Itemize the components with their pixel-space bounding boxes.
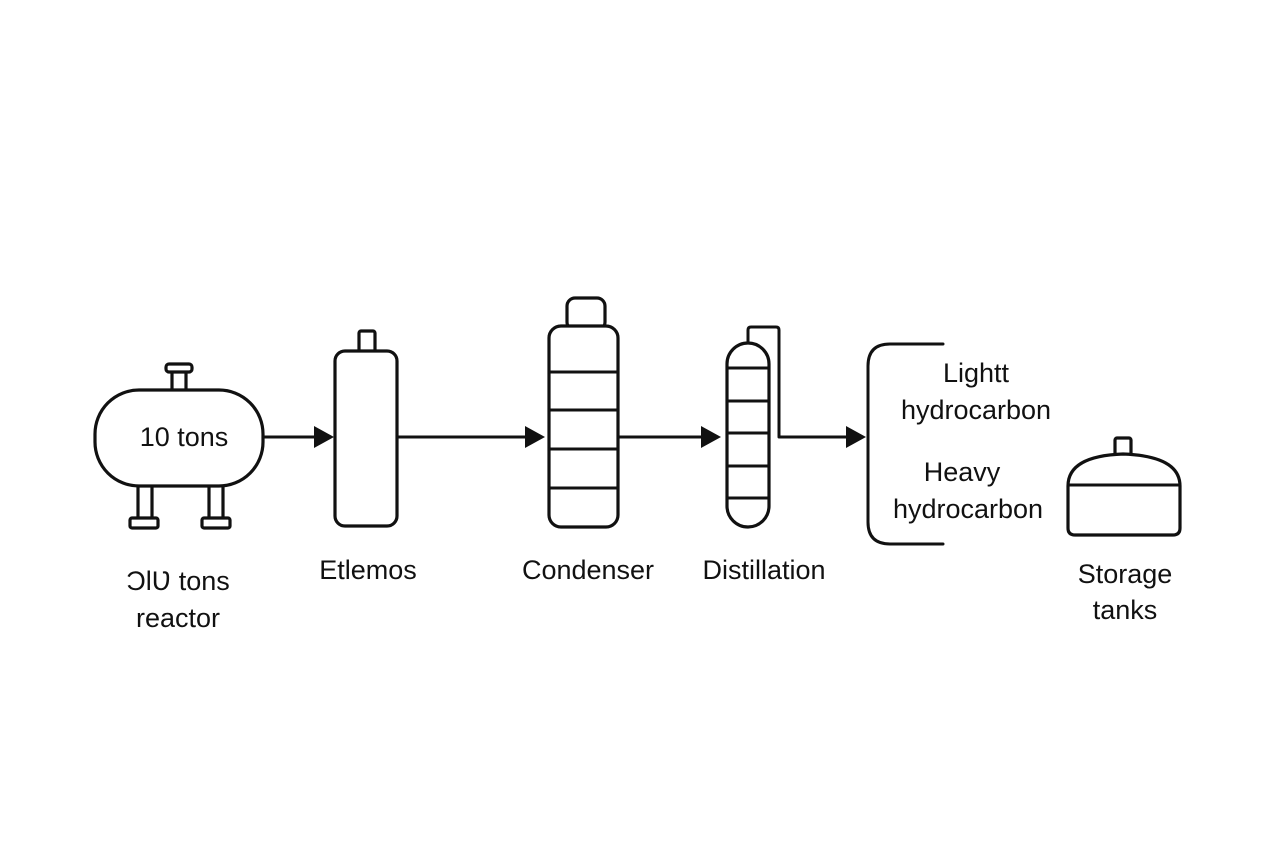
distillation-caption: Distillation	[702, 555, 825, 585]
reactor-inner-label: 10 tons	[140, 422, 229, 452]
arrow-vessel-to-condenser	[395, 426, 545, 448]
heavy-hydrocarbon-line2: hydrocarbon	[893, 494, 1043, 524]
light-hydrocarbon-line2: hydrocarbon	[901, 395, 1051, 425]
arrow-condenser-to-distillation	[616, 426, 721, 448]
vessel-caption: Etlemos	[319, 555, 417, 585]
distillation-column	[725, 325, 850, 529]
storage-caption-line2: tanks	[1093, 595, 1158, 625]
reactor-caption-line2: reactor	[136, 603, 220, 633]
arrow-reactor-to-vessel	[261, 426, 334, 448]
condenser-column	[547, 296, 620, 529]
condenser-caption: Condenser	[522, 555, 654, 585]
light-hydrocarbon-line1: Lightt	[943, 358, 1010, 388]
output-bracket	[866, 342, 945, 546]
vessel-column	[333, 329, 399, 528]
reactor-caption-line1: ƆƖƲ tons	[126, 566, 230, 596]
storage-caption-line1: Storage	[1078, 559, 1173, 589]
heavy-hydrocarbon-line1: Heavy	[924, 457, 1001, 487]
arrow-distillation-to-outputs	[846, 426, 866, 448]
storage-tank	[1066, 436, 1182, 537]
reactor-tank	[93, 362, 265, 530]
